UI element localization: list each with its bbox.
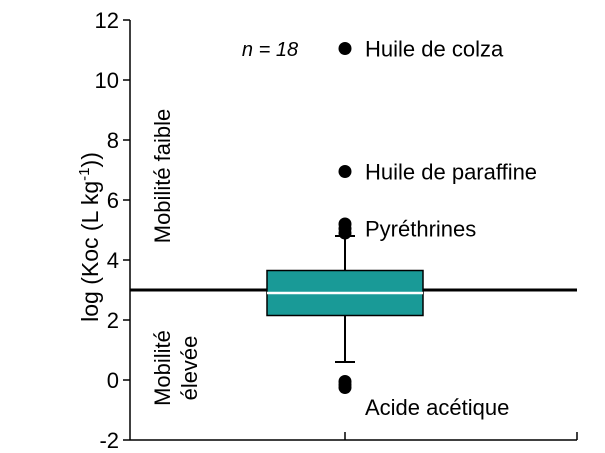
y-tick-label: 6 [107, 188, 119, 213]
outlier-annotation: Huile de colza [365, 37, 504, 62]
y-axis-label-main: log (Koc (L kg [77, 181, 103, 322]
zone-label-low-mobility: Mobilité faible [150, 109, 175, 244]
outlier-annotation: Acide acétique [365, 395, 509, 420]
y-tick-label: 10 [95, 68, 119, 93]
y-axis-label-sup: -1 [76, 167, 93, 180]
y-tick-label: -2 [99, 428, 119, 453]
y-tick-label: 8 [107, 128, 119, 153]
y-axis-label-end: )) [77, 152, 103, 167]
y-tick-label: 12 [95, 8, 119, 33]
outlier-points [338, 42, 352, 394]
outlier-annotation: Pyréthrines [365, 217, 476, 242]
y-tick-label: 4 [107, 248, 119, 273]
outlier-annotation: Huile de paraffine [365, 160, 537, 185]
y-tick-label: 0 [107, 368, 119, 393]
outlier-point [338, 165, 352, 178]
y-axis-label: log (Koc (L kg-1)) [76, 152, 103, 322]
zone-label-high-mobility-line2: élevée [177, 336, 202, 401]
outlier-point [338, 381, 352, 394]
plot-frame [129, 20, 578, 441]
y-axis-ticks: -2 0 2 4 6 8 10 12 [95, 8, 130, 453]
box-group [266, 235, 424, 363]
y-tick-label: 2 [107, 308, 119, 333]
outlier-point [338, 42, 352, 55]
zone-label-high-mobility-line1: Mobilité [150, 330, 175, 406]
sample-size-label: n = 18 [242, 39, 298, 61]
outlier-point [338, 226, 352, 240]
